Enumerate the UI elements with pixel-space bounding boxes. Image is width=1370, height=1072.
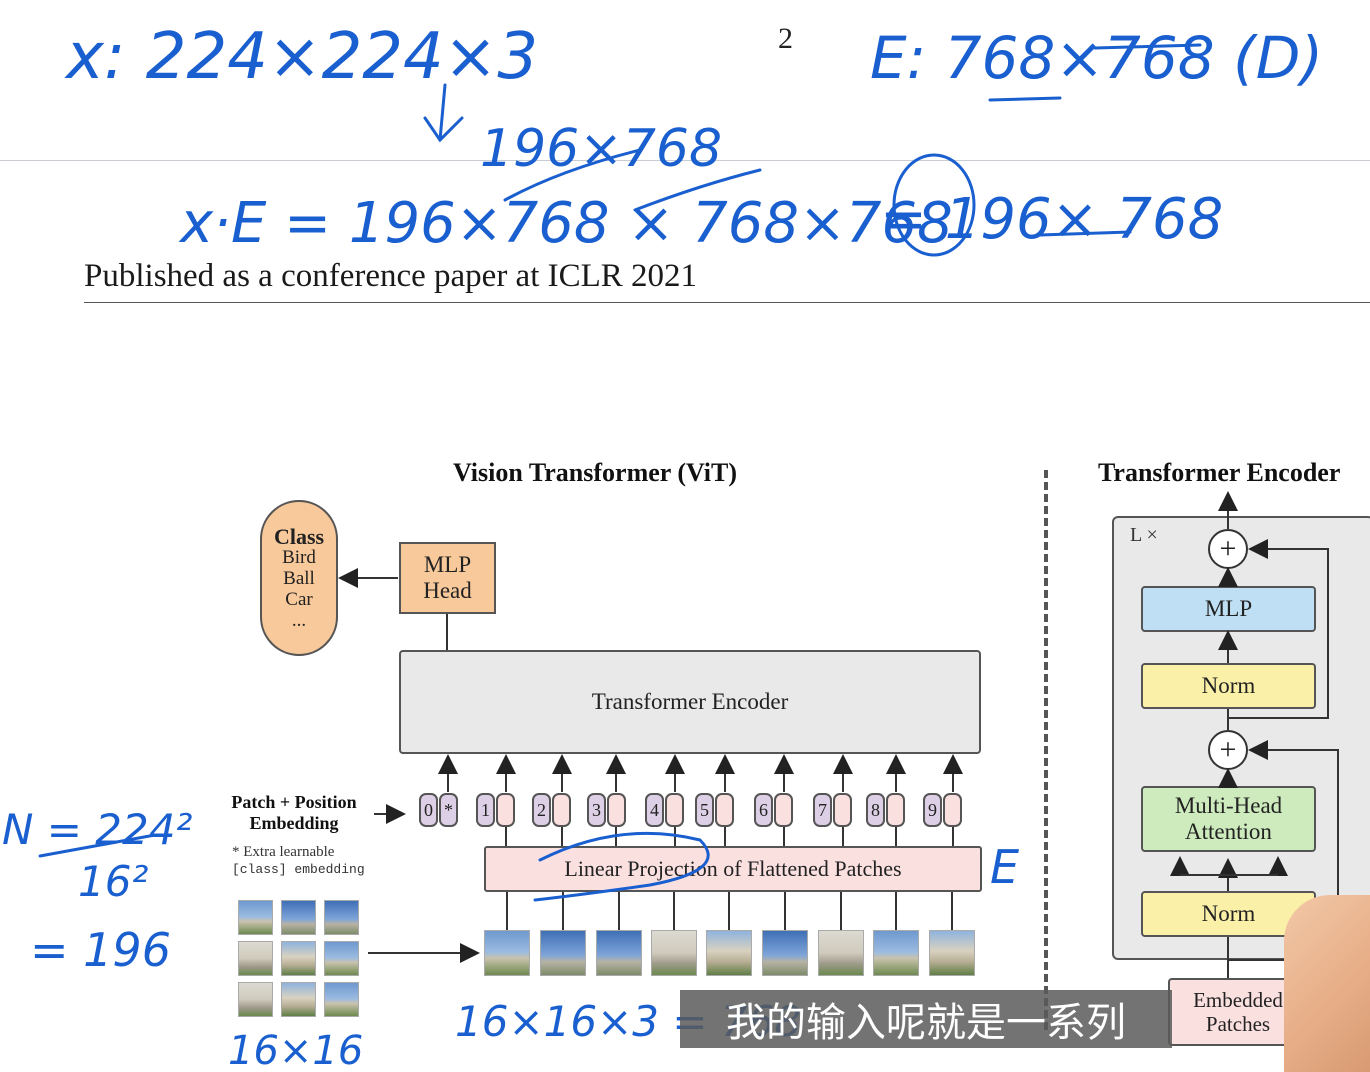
class-title: Class bbox=[273, 523, 325, 549]
annotation-text: E: 768×768 (D) bbox=[870, 24, 1323, 92]
annotation-text: N = 224² bbox=[2, 805, 192, 854]
annotation-text: = 196× 768 bbox=[880, 187, 1223, 252]
figure-divider bbox=[1044, 470, 1048, 1030]
image-patch bbox=[324, 982, 359, 1017]
embedded-line: Embedded bbox=[1193, 988, 1283, 1012]
mlp-head-line: MLP bbox=[423, 552, 472, 577]
patch-token bbox=[552, 793, 571, 827]
position-token: 2 bbox=[532, 793, 551, 827]
plus-icon: + bbox=[1208, 730, 1248, 770]
patch-token bbox=[715, 793, 734, 827]
patch-token bbox=[886, 793, 905, 827]
annotation-text: E bbox=[990, 840, 1019, 894]
position-token: 0 bbox=[419, 793, 438, 827]
annotation-text: 16×16 bbox=[228, 1028, 363, 1072]
annotation-text: x·E = 196×768 × 768×768 bbox=[178, 191, 953, 256]
video-subtitle: 我的输入呢就是一系列 bbox=[680, 990, 1172, 1048]
mha-line: Attention bbox=[1185, 819, 1272, 844]
flattened-patch bbox=[818, 930, 864, 976]
extra-note-line: * Extra learnable bbox=[232, 844, 335, 860]
image-patch bbox=[281, 900, 316, 935]
class-token: * bbox=[439, 793, 458, 827]
embedded-line: Patches bbox=[1205, 1012, 1271, 1036]
patch-token bbox=[496, 793, 515, 827]
down-arrow-stroke bbox=[423, 83, 464, 143]
annotation-text: 196×768 bbox=[480, 119, 722, 179]
multi-head-attention-box: Multi-Head Attention bbox=[1141, 786, 1316, 852]
flattened-patch bbox=[484, 930, 530, 976]
flattened-patch bbox=[706, 930, 752, 976]
flattened-patch bbox=[873, 930, 919, 976]
image-patch bbox=[324, 900, 359, 935]
flattened-patch bbox=[596, 930, 642, 976]
annotation-text: = 196 bbox=[30, 923, 171, 977]
position-token: 3 bbox=[587, 793, 606, 827]
patch-token bbox=[607, 793, 626, 827]
residual-path bbox=[1228, 539, 1329, 719]
paper-header: Published as a conference paper at ICLR … bbox=[84, 258, 698, 294]
class-item: Bird bbox=[282, 546, 316, 568]
image-patch bbox=[324, 941, 359, 976]
mlp-head-box: MLP Head bbox=[399, 542, 496, 614]
annotation-text: x: 224×224×3 bbox=[64, 20, 538, 94]
position-token: 6 bbox=[754, 793, 773, 827]
repeat-label: L × bbox=[1130, 524, 1158, 546]
header-rule bbox=[84, 302, 1370, 303]
class-item: ... bbox=[291, 609, 307, 631]
patch-position-line: Patch + Position bbox=[231, 792, 357, 812]
patch-token bbox=[665, 793, 684, 827]
flattened-patch bbox=[540, 930, 586, 976]
residual-path bbox=[1228, 740, 1339, 961]
position-token: 8 bbox=[866, 793, 885, 827]
patch-position-line: Embedding bbox=[249, 813, 339, 833]
flattened-patch bbox=[651, 930, 697, 976]
strike-stroke bbox=[633, 168, 762, 212]
patch-token bbox=[943, 793, 962, 827]
presenter-hand bbox=[1284, 895, 1370, 1072]
vit-title: Vision Transformer (ViT) bbox=[452, 458, 738, 487]
image-patch bbox=[238, 941, 273, 976]
flattened-patch bbox=[929, 930, 975, 976]
annotation-text: 16² bbox=[78, 857, 148, 906]
class-item: Ball bbox=[283, 567, 315, 589]
strike-stroke bbox=[503, 148, 642, 202]
underline-stroke bbox=[988, 96, 1062, 102]
position-token: 1 bbox=[476, 793, 495, 827]
patch-position-label: Patch + Position Embedding bbox=[214, 792, 374, 834]
norm-box: Norm bbox=[1141, 663, 1316, 709]
class-item: Car bbox=[285, 588, 313, 610]
position-token: 7 bbox=[813, 793, 832, 827]
position-token: 9 bbox=[923, 793, 942, 827]
encoder-title: Transformer Encoder bbox=[1098, 458, 1341, 487]
plus-icon: + bbox=[1208, 529, 1248, 569]
image-patch bbox=[281, 941, 316, 976]
image-patch bbox=[238, 982, 273, 1017]
underline-stroke bbox=[1093, 43, 1202, 50]
class-box: Class Bird Ball Car ... bbox=[260, 500, 338, 656]
patch-token bbox=[833, 793, 852, 827]
image-patch bbox=[281, 982, 316, 1017]
mlp-head-line: Head bbox=[423, 578, 472, 603]
position-token: 5 bbox=[695, 793, 714, 827]
ruled-line bbox=[0, 160, 1370, 161]
extra-learnable-note: * Extra learnable [class] embedding bbox=[232, 843, 392, 879]
position-token: 4 bbox=[645, 793, 664, 827]
circle-stroke bbox=[892, 153, 976, 257]
linear-projection-box: Linear Projection of Flattened Patches bbox=[484, 846, 982, 892]
patch-token bbox=[774, 793, 793, 827]
fraction-bar-stroke bbox=[38, 833, 157, 858]
flattened-patch bbox=[762, 930, 808, 976]
mha-line: Multi-Head bbox=[1174, 793, 1283, 818]
image-patch bbox=[238, 900, 273, 935]
page-number: 2 bbox=[778, 22, 793, 55]
underline-stroke bbox=[1038, 230, 1132, 237]
extra-note-line: [class] embedding bbox=[232, 862, 365, 877]
transformer-encoder-box: Transformer Encoder bbox=[399, 650, 981, 754]
circle-stroke bbox=[533, 831, 710, 902]
